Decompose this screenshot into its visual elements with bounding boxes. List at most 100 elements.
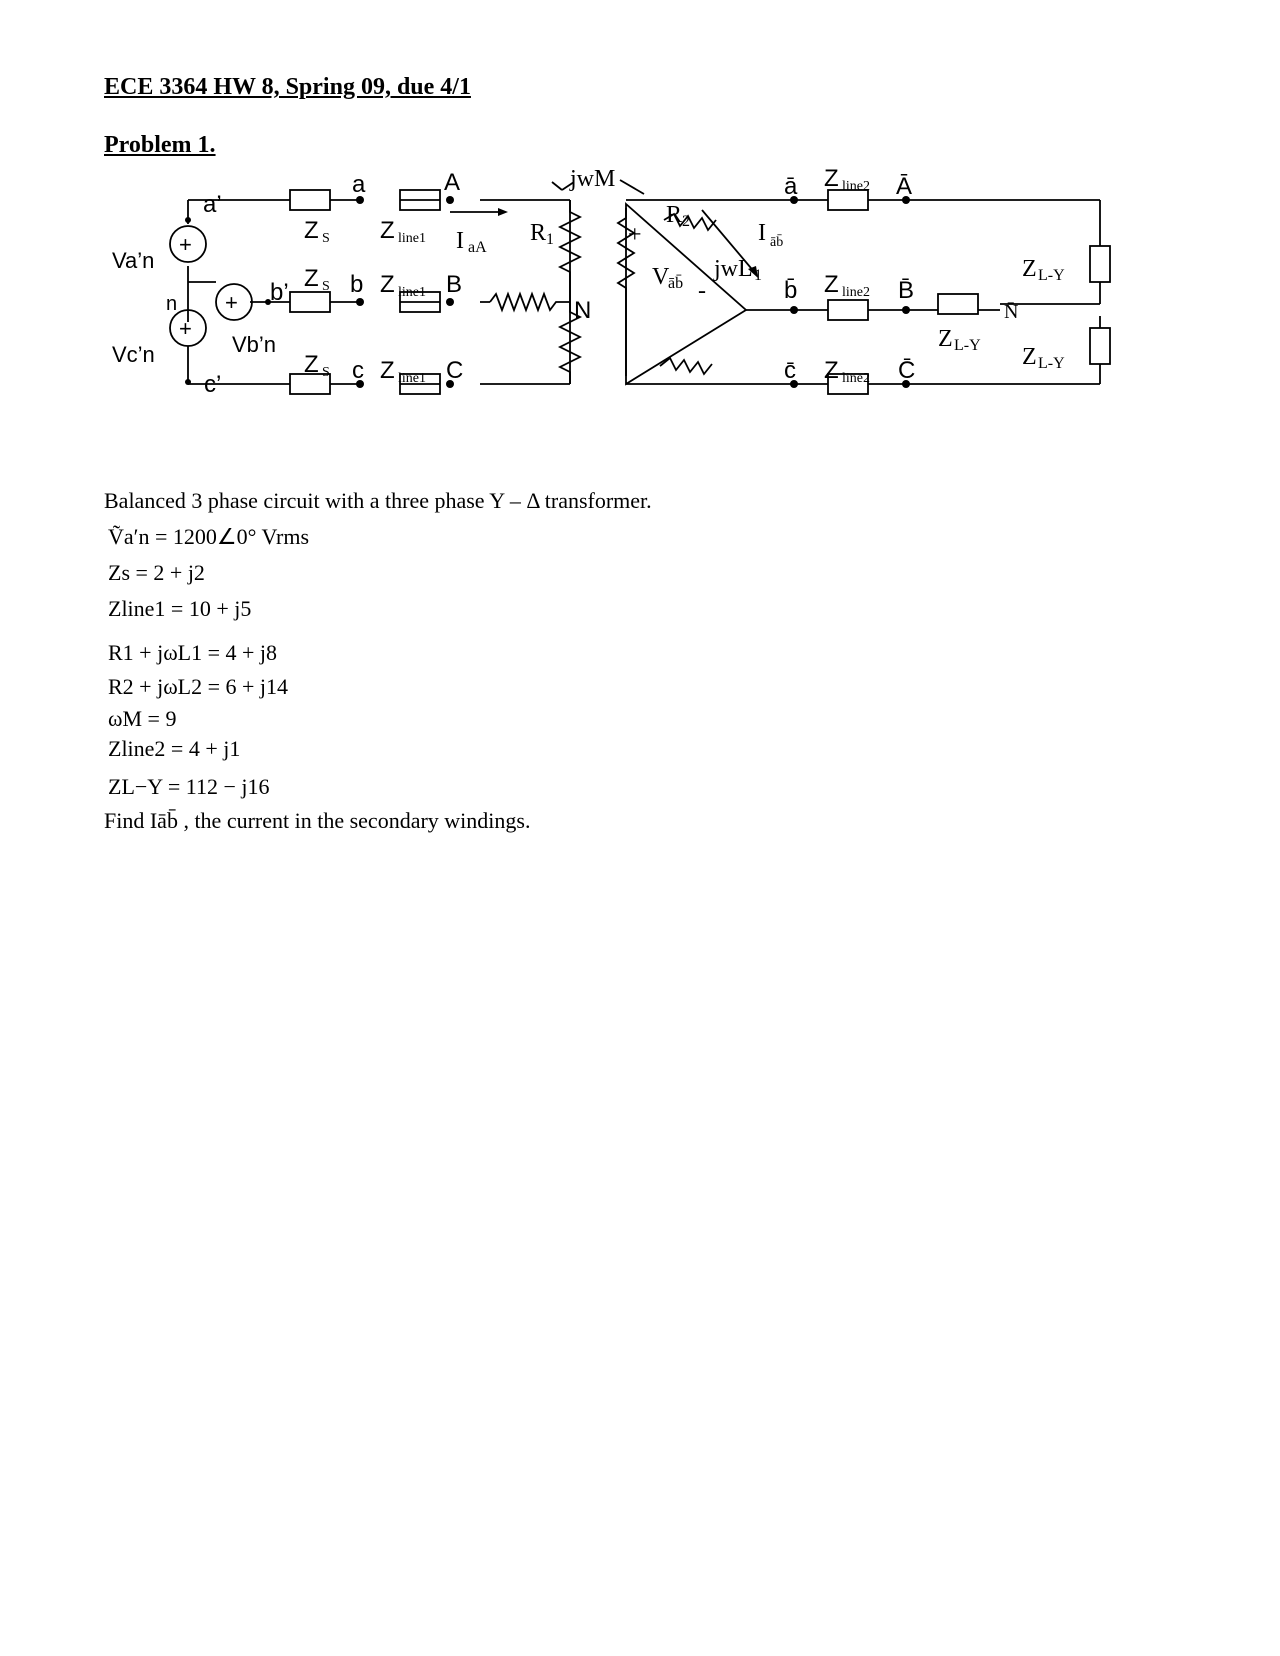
equation-zs: Zs = 2 + j2	[108, 560, 205, 585]
label-zly-top: Z	[1022, 256, 1037, 282]
node-b	[356, 298, 364, 306]
label-r2-sub: 2	[682, 213, 690, 230]
label-zline1-c: Z	[380, 357, 395, 384]
node-a	[356, 196, 364, 204]
mutual-arrows	[551, 179, 645, 195]
label-iab-sub: āb̄	[770, 234, 783, 250]
label-zline2-c-sub: line2	[842, 371, 870, 386]
node-B-bar	[902, 306, 910, 314]
zs-b-box	[289, 291, 331, 313]
zline1-a-box	[399, 189, 441, 211]
label-zline1-b-sub: line1	[398, 285, 426, 300]
node-C	[446, 380, 454, 388]
label-zline2-a-sub: line2	[842, 179, 870, 194]
equation-r1l1: R1 + jωL1 = 4 + j8	[108, 640, 278, 665]
label-zline1-c-sub: line1	[398, 371, 426, 386]
find-text: Find Iāb̄ , the current in the secondary…	[104, 808, 531, 833]
label-c-prime: c’	[204, 371, 221, 398]
label-zs-b-sub: S	[322, 279, 330, 294]
label-zs-c: Z	[304, 351, 319, 378]
label-r1: R	[530, 220, 546, 246]
label-zs-a: Z	[304, 217, 319, 244]
label-zline2-b: Z	[824, 271, 839, 298]
zline1-c-box	[399, 373, 441, 395]
label-b-prime: b’	[270, 279, 289, 306]
zline2-a-box	[827, 189, 869, 211]
label-zly-bottom: Z	[1022, 344, 1037, 370]
zline2-c-box	[827, 373, 869, 395]
equation-r2l2: R2 + jωL2 = 6 + j14	[108, 674, 289, 699]
zline2-b-box	[827, 299, 869, 321]
label-zs-a-sub: S	[322, 231, 330, 246]
label-zly-top-sub: L-Y	[1038, 267, 1065, 284]
label-A-bar: Ā	[896, 173, 912, 200]
label-van: Va’n	[112, 248, 154, 273]
source-van-plus: +	[179, 232, 192, 257]
label-C-bar: C̄	[898, 357, 915, 384]
label-N: N	[574, 297, 591, 324]
zline1-b-box	[399, 291, 441, 313]
node-A	[446, 196, 454, 204]
label-C: C	[446, 357, 463, 384]
label-zline2-c: Z	[824, 357, 839, 384]
label-zly-mid-sub: L-Y	[954, 337, 981, 354]
node-a-bar	[790, 196, 798, 204]
label-vab: V	[652, 264, 670, 290]
label-vcn: Vc’n	[112, 342, 155, 367]
label-a-prime: a’	[203, 191, 222, 218]
label-B-bar: B̄	[898, 277, 914, 304]
source-vcn	[169, 309, 207, 347]
node-b-prime	[265, 299, 271, 305]
label-a: a	[352, 171, 366, 198]
wire-phase-c	[187, 346, 570, 385]
equation-wm: ωM = 9	[108, 706, 177, 731]
label-vab-sub: āb̄	[668, 274, 683, 292]
label-c-bar: c̄	[784, 357, 796, 384]
problem-heading: Problem 1.	[104, 132, 216, 158]
label-zline2-b-sub: line2	[842, 285, 870, 300]
node-a-prime	[185, 217, 191, 223]
zly-bottom-box	[1089, 327, 1111, 365]
label-b-bar: b̄	[784, 277, 797, 304]
label-zline2-a: Z	[824, 168, 839, 192]
label-r1-sub: 1	[546, 231, 554, 248]
node-c	[356, 380, 364, 388]
node-b-bar	[790, 306, 798, 314]
primary-winding-c	[557, 302, 583, 384]
zly-top-box	[1089, 245, 1111, 283]
zs-a-box	[289, 189, 331, 211]
label-zline1-a: Z	[380, 217, 395, 244]
intro-text: Balanced 3 phase circuit with a three ph…	[104, 488, 652, 513]
source-vbn	[215, 283, 253, 321]
label-zline1-b: Z	[380, 271, 395, 298]
label-zs-b: Z	[304, 265, 319, 292]
label-n: n	[166, 293, 177, 315]
zs-c-box	[289, 373, 331, 395]
secondary-winding-ab	[616, 208, 636, 376]
primary-winding-a	[557, 200, 583, 302]
page-title: ECE 3364 HW 8, Spring 09, due 4/1	[104, 74, 471, 100]
secondary-winding-r2	[663, 212, 717, 232]
secondary-current-arrow	[701, 209, 757, 275]
label-zline1-a-sub: line1	[398, 231, 426, 246]
label-B: B	[446, 271, 462, 298]
secondary-delta	[625, 202, 748, 386]
label-zly-bottom-sub: L-Y	[1038, 355, 1065, 372]
label-vab-minus: -	[698, 278, 706, 304]
label-iab: I	[758, 220, 766, 246]
label-vab-plus: +	[628, 222, 642, 248]
equation-zly: ZL−Y = 112 − j16	[108, 774, 270, 799]
secondary-winding-c	[659, 356, 713, 376]
label-vbn: Vb’n	[232, 332, 276, 357]
label-zly-mid: Z	[938, 326, 953, 352]
node-c-bar	[790, 380, 798, 388]
source-van	[169, 225, 207, 263]
label-b: b	[350, 271, 363, 298]
label-N-bar: N̄	[1004, 301, 1018, 323]
label-A: A	[444, 169, 460, 196]
zly-mid-box	[937, 293, 979, 315]
label-a-bar: ā	[784, 173, 798, 200]
source-vcn-plus: +	[179, 316, 192, 341]
equation-zline1: Zline1 = 10 + j5	[108, 596, 252, 621]
